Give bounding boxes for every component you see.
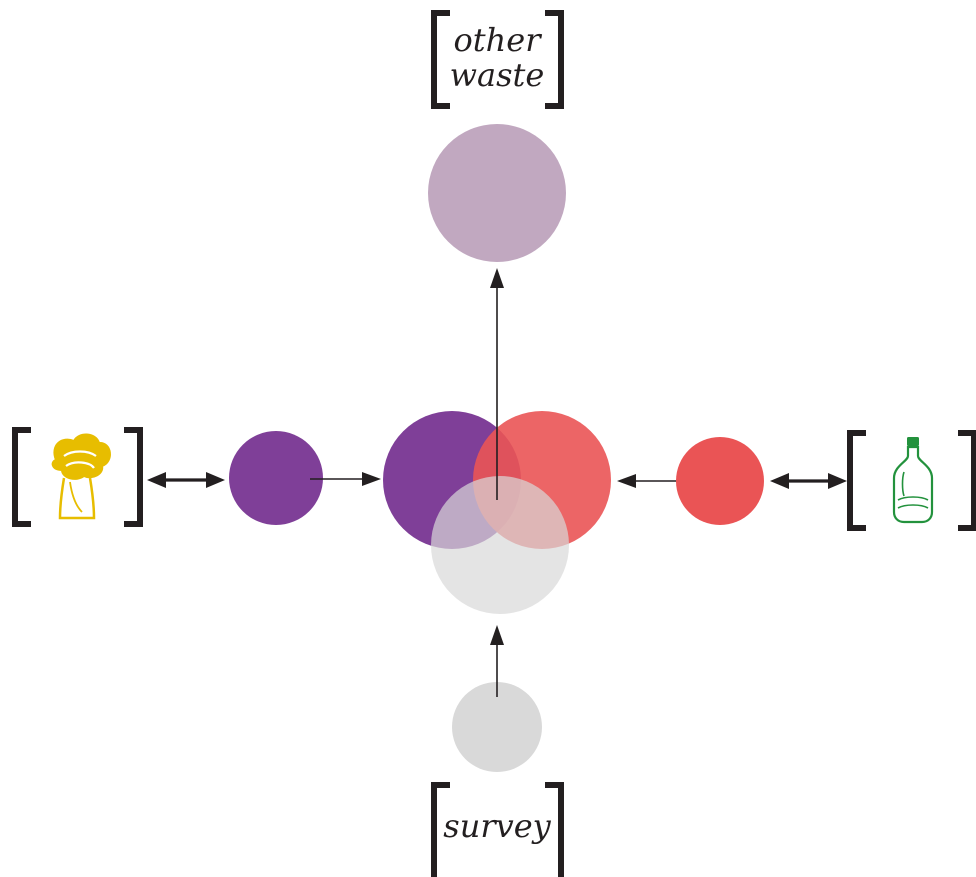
plastic-bottle-icon (892, 437, 934, 524)
arrowhead-left-double-a (147, 472, 166, 488)
top-bracket-group: other waste (431, 10, 564, 109)
arrowhead-right-to-center (617, 474, 636, 488)
right-bracket-group (847, 430, 976, 531)
arrowhead-left-double-b (206, 472, 225, 488)
other-waste-circle (428, 124, 566, 262)
arrowhead-up-bottom (490, 625, 504, 645)
top-bracket-left (431, 10, 450, 109)
left-bracket-right (124, 427, 143, 527)
arrowhead-right-double-b (828, 473, 847, 489)
top-label-line1: other (454, 21, 543, 59)
bottom-bracket-right (545, 782, 564, 877)
left-purple-circle (229, 431, 323, 525)
top-bracket-right (545, 10, 564, 109)
bottom-bracket-group: survey (431, 782, 564, 877)
left-bracket-left (12, 427, 31, 527)
center-gray-circle (431, 476, 569, 614)
broccoli-icon (51, 433, 111, 520)
right-bracket-right (958, 430, 976, 531)
arrowhead-up-top (490, 268, 504, 288)
bottom-bracket-left (431, 782, 450, 877)
top-label-line2: waste (450, 56, 545, 94)
right-red-circle (676, 437, 764, 525)
bottom-label: survey (443, 807, 551, 845)
right-bracket-left (847, 430, 866, 531)
survey-circle (452, 682, 542, 772)
arrowhead-right-double-a (770, 473, 789, 489)
arrowhead-left-to-center (362, 472, 381, 486)
left-bracket-group (12, 427, 143, 527)
